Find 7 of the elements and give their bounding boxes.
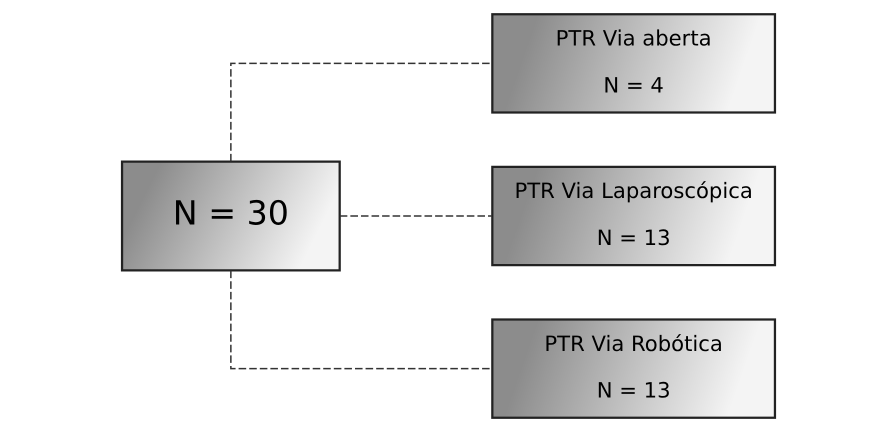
node-box: PTR Via aberta N = 4	[490, 13, 776, 114]
node-box: PTR Via Laparoscópica N = 13	[490, 166, 776, 266]
node-box: PTR Via Robótica N = 13	[490, 318, 776, 419]
connector	[339, 215, 492, 217]
connector	[230, 62, 492, 162]
connector	[230, 270, 492, 370]
node-box: N = 30	[120, 160, 340, 272]
